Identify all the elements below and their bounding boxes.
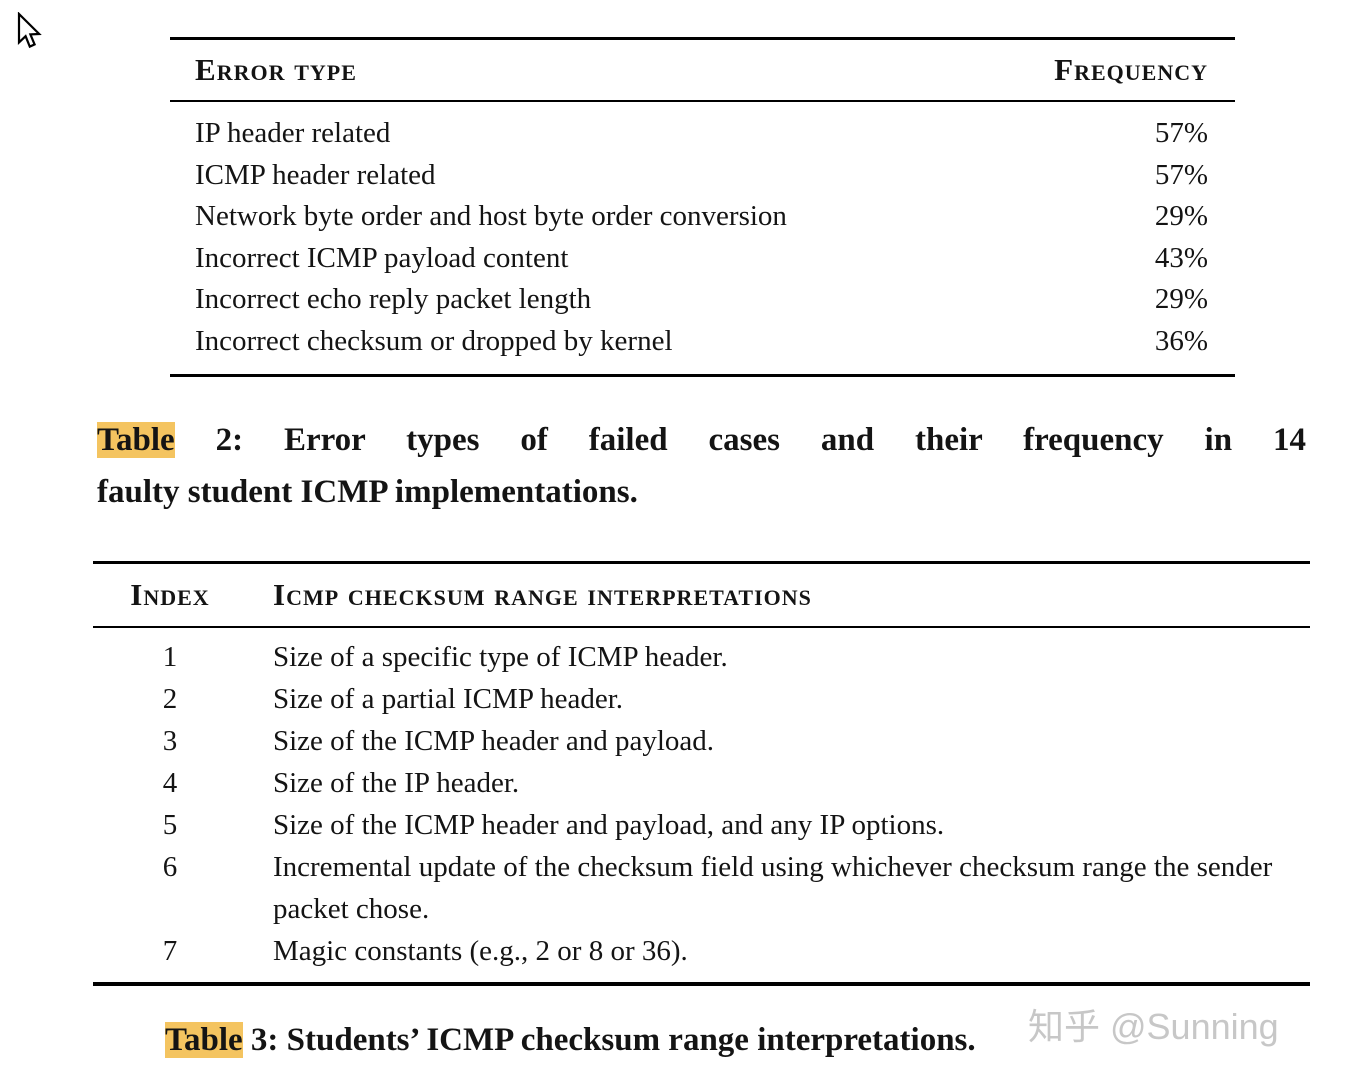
table-top-rule	[170, 37, 1235, 40]
table-row: Incorrect echo reply packet length 29%	[170, 279, 1235, 321]
caption-text: 3: Students’ ICMP checksum range interpr…	[242, 1022, 976, 1058]
table-row: 4 Size of the IP header.	[93, 762, 1310, 804]
index-cell: 2	[162, 683, 178, 715]
table-row: 2 Size of a partial ICMP header.	[93, 678, 1310, 720]
table-row: ICMP header related 57%	[170, 155, 1235, 197]
interpretation-cell: Incremental update of the checksum field…	[273, 851, 1273, 925]
table2-caption-line2: faulty student ICMP implementations.	[97, 474, 638, 510]
table-bottom-rule	[93, 982, 1310, 986]
frequency-cell: 29%	[1154, 283, 1208, 315]
frequency-cell: 43%	[1154, 241, 1208, 274]
table-row: Network byte order and host byte order c…	[170, 196, 1235, 238]
frequency-cell: 36%	[1154, 324, 1208, 357]
caption-text: 2: Error types of failed cases and their…	[174, 422, 1306, 458]
table-top-rule	[93, 561, 1310, 564]
column-header-interpretations: ICMP checksum range interpretations	[273, 577, 812, 612]
index-cell: 5	[162, 809, 178, 841]
error-type-cell: Incorrect echo reply packet length	[195, 283, 592, 315]
table-body: 1 Size of a specific type of ICMP header…	[93, 628, 1310, 982]
error-type-cell: Incorrect ICMP payload content	[195, 241, 569, 274]
mouse-cursor-icon	[16, 11, 42, 57]
table-row: 3 Size of the ICMP header and payload.	[93, 720, 1310, 762]
error-type-cell: Network byte order and host byte order c…	[195, 200, 787, 232]
column-header-frequency: Frequency	[1054, 52, 1208, 87]
index-cell: 6	[162, 851, 178, 883]
index-cell: 4	[162, 767, 178, 799]
table-row: 7 Magic constants (e.g., 2 or 8 or 36).	[93, 930, 1310, 972]
table-row: IP header related 57%	[170, 113, 1235, 155]
table-header-rule	[93, 626, 1310, 628]
table-row: 1 Size of a specific type of ICMP header…	[93, 636, 1310, 678]
index-cell: 1	[162, 641, 178, 673]
column-header-error-type: Error Type	[195, 52, 357, 87]
error-type-cell: Incorrect checksum or dropped by kernel	[195, 324, 673, 357]
table-row: 6 Incremental update of the checksum fie…	[93, 846, 1310, 930]
table-header-row: Error Type Frequency	[170, 40, 1235, 100]
error-type-cell: IP header related	[195, 117, 391, 149]
interpretation-cell: Size of the IP header.	[273, 767, 520, 799]
index-cell: 7	[162, 935, 178, 967]
table-row: Incorrect checksum or dropped by kernel …	[170, 321, 1235, 363]
frequency-cell: 57%	[1154, 117, 1208, 149]
table-row: Incorrect ICMP payload content 43%	[170, 238, 1235, 280]
table2-caption: Table 2: Error types of failed cases and…	[97, 414, 1306, 518]
table2-caption-line1: Table 2: Error types of failed cases and…	[97, 414, 1306, 466]
checksum-interpretation-table: Index ICMP checksum range interpretation…	[93, 561, 1310, 986]
index-cell: 3	[162, 725, 178, 757]
table3-caption: Table 3: Students’ ICMP checksum range i…	[165, 1022, 976, 1059]
interpretation-cell: Size of a specific type of ICMP header.	[273, 641, 728, 673]
interpretation-cell: Magic constants (e.g., 2 or 8 or 36).	[273, 935, 688, 967]
search-highlight: Table	[97, 422, 175, 458]
search-highlight: Table	[165, 1022, 243, 1058]
error-frequency-table: Error Type Frequency IP header related 5…	[170, 37, 1235, 377]
table-header-rule	[170, 100, 1235, 102]
table-bottom-rule	[170, 374, 1235, 377]
frequency-cell: 29%	[1154, 200, 1208, 232]
interpretation-cell: Size of the ICMP header and payload, and…	[273, 809, 945, 841]
frequency-cell: 57%	[1154, 158, 1208, 191]
error-type-cell: ICMP header related	[195, 158, 436, 191]
interpretation-cell: Size of a partial ICMP header.	[273, 683, 624, 715]
column-header-index: Index	[130, 577, 210, 612]
interpretation-cell: Size of the ICMP header and payload.	[273, 725, 715, 757]
table-header-row: Index ICMP checksum range interpretation…	[93, 564, 1310, 626]
table-row: 5 Size of the ICMP header and payload, a…	[93, 804, 1310, 846]
table-body: IP header related 57% ICMP header relate…	[170, 102, 1235, 374]
watermark: 知乎 @Sunning	[1028, 1006, 1279, 1047]
